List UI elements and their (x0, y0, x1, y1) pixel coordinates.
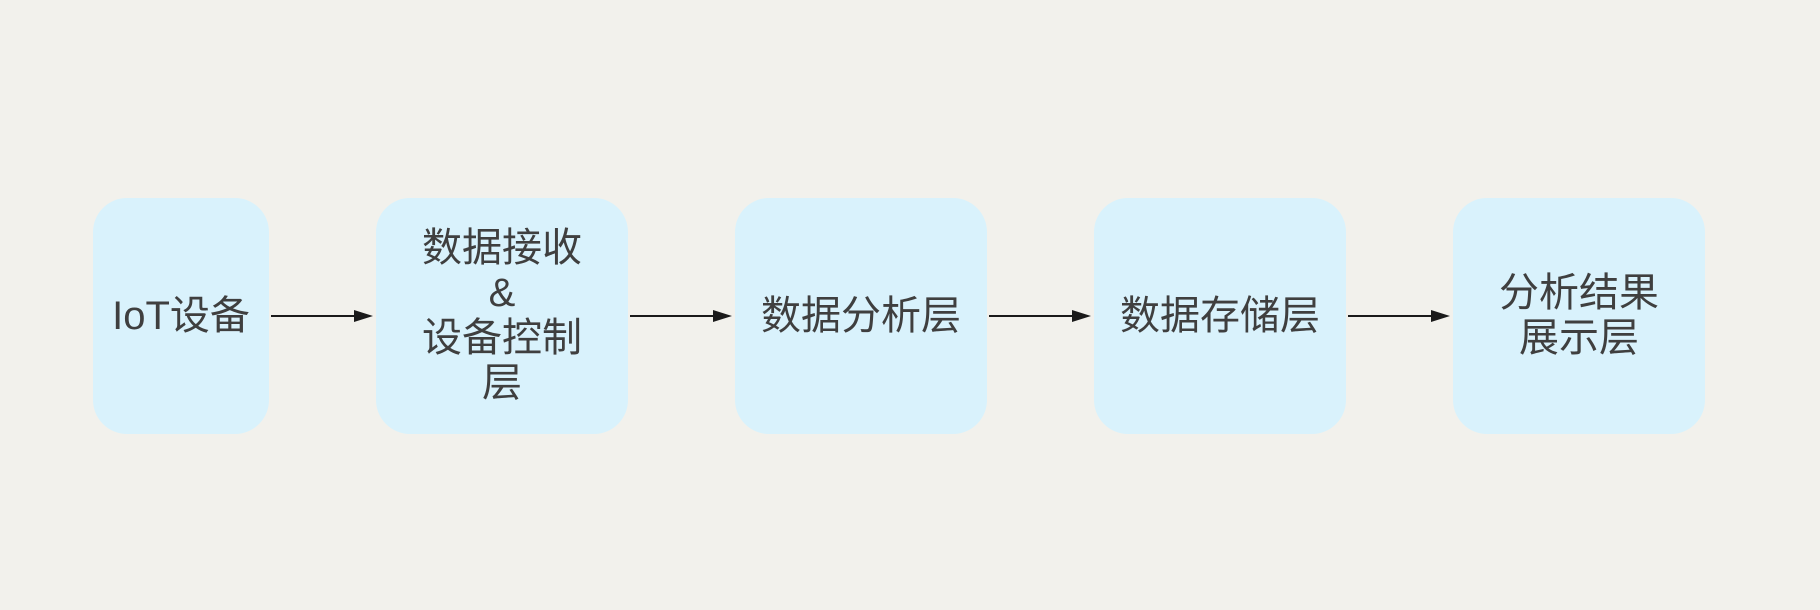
flow-arrow-icon (989, 310, 1091, 322)
node-label-line: & (488, 271, 516, 315)
flow-row: IoT设备 数据接收 & 设备控制 层 数据分析层 (93, 198, 1705, 434)
flow-arrow-icon (630, 310, 732, 322)
flow-arrow-icon (1348, 310, 1450, 322)
node-label-line: 分析结果 (1499, 271, 1659, 315)
node-label: 数据分析层 (761, 294, 961, 339)
node-label-line: 层 (482, 361, 522, 405)
node-data-analysis-layer: 数据分析层 (735, 198, 987, 434)
node-label-line: IoT设备 (112, 293, 250, 338)
node-label-line: 数据接收 (422, 226, 582, 270)
flow-arrow-icon (271, 310, 373, 322)
node-label: 数据存储层 (1120, 294, 1320, 339)
node-label: IoT设备 (112, 294, 250, 339)
node-label: 分析结果 展示层 (1499, 271, 1659, 361)
node-label-line: 数据存储层 (1120, 293, 1320, 338)
node-analysis-result-display-layer: 分析结果 展示层 (1453, 198, 1705, 434)
node-iot-device: IoT设备 (93, 198, 269, 434)
node-label: 数据接收 & 设备控制 层 (422, 226, 582, 406)
node-data-storage-layer: 数据存储层 (1094, 198, 1346, 434)
node-label-line: 设备控制 (422, 316, 582, 360)
node-label-line: 展示层 (1519, 316, 1639, 360)
node-data-receive-device-control-layer: 数据接收 & 设备控制 层 (376, 198, 628, 434)
node-label-line: 数据分析层 (761, 293, 961, 338)
